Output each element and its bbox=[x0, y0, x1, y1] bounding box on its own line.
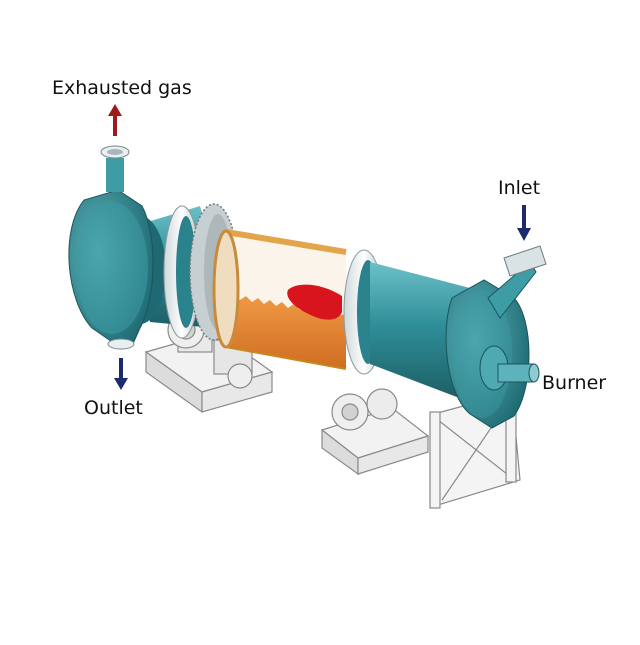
burner-hood bbox=[445, 245, 547, 429]
left-roller-support bbox=[144, 311, 274, 414]
discharge-hood bbox=[68, 145, 154, 350]
exhaust-arrow bbox=[108, 104, 122, 136]
inlet-label: Inlet bbox=[498, 177, 541, 199]
outlet-label: Outlet bbox=[84, 397, 143, 419]
riding-ring-left bbox=[163, 205, 201, 339]
drum-right-section bbox=[370, 262, 470, 402]
outlet-arrow bbox=[114, 358, 128, 390]
burner-label: Burner bbox=[542, 372, 607, 394]
right-roller-support bbox=[320, 388, 430, 476]
flame bbox=[287, 284, 342, 320]
drum-cutaway bbox=[212, 229, 347, 370]
exhausted-gas-label: Exhausted gas bbox=[52, 77, 192, 99]
inlet-arrow bbox=[517, 205, 531, 241]
